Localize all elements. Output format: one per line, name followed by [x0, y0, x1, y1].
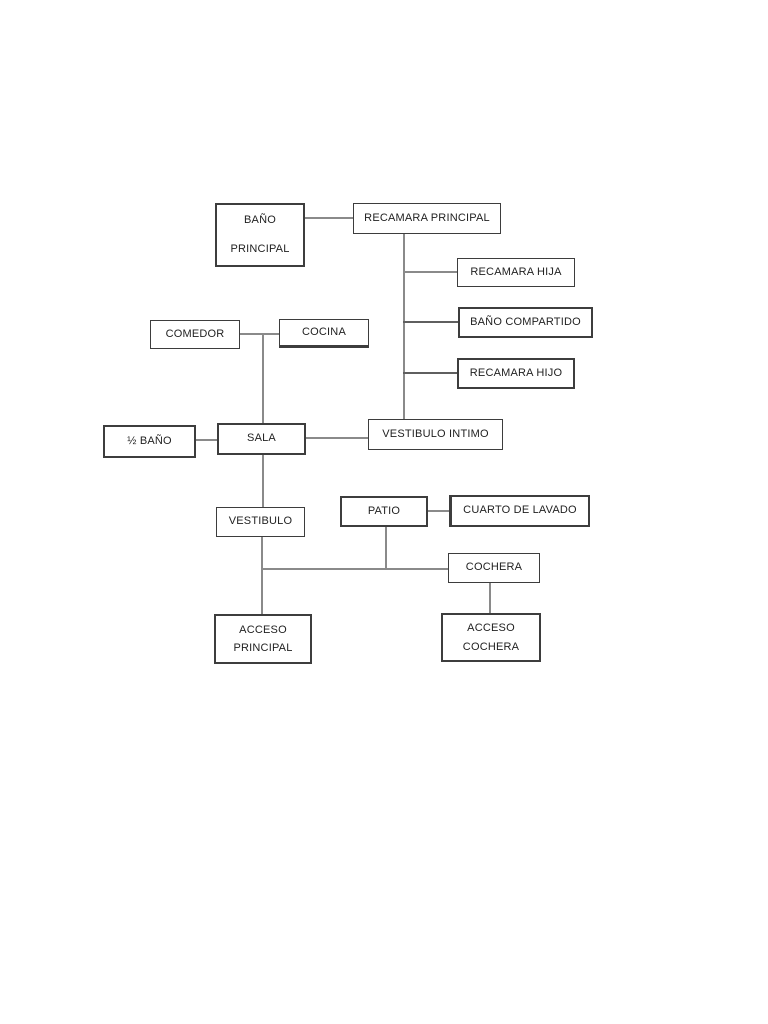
node-medio-bano: ½ BAÑO — [103, 425, 196, 458]
connector-bano-principal-recamara-principal — [305, 217, 353, 219]
node-bano-principal: BAÑO PRINCIPAL — [215, 203, 305, 267]
connector-patio-cuarto-de-lavado — [428, 510, 449, 512]
connector-patio-cochera — [385, 527, 387, 569]
node-patio: PATIO — [340, 496, 428, 527]
node-recamara-hijo: RECAMARA HIJO — [457, 358, 575, 389]
connector-sala-vestibulo-intimo — [306, 437, 368, 439]
node-vestibulo: VESTIBULO — [216, 507, 305, 537]
connector-trunk-recamara-hijo — [403, 372, 457, 374]
node-recamara-principal: RECAMARA PRINCIPAL — [353, 203, 501, 234]
connector-comedor-cocina — [240, 333, 279, 335]
node-bano-compartido: BAÑO COMPARTIDO — [458, 307, 593, 338]
node-recamara-hija: RECAMARA HIJA — [457, 258, 575, 287]
node-acceso-cochera: ACCESO COCHERA — [441, 613, 541, 662]
connector-cochera-acceso-cochera — [489, 583, 491, 613]
node-sala: SALA — [217, 423, 306, 455]
node-vestibulo-intimo: VESTIBULO INTIMO — [368, 419, 503, 450]
connector-sala-vestibulo — [262, 455, 264, 507]
node-acceso-principal: ACCESO PRINCIPAL — [214, 614, 312, 664]
connector-comedor-cocina-sala — [262, 334, 264, 423]
connector-trunk-bano-compartido — [403, 321, 458, 323]
connector-vestibulo-acceso-principal — [261, 537, 263, 614]
node-comedor: COMEDOR — [150, 320, 240, 349]
connector-trunk-recamara-hija — [403, 271, 457, 273]
node-cochera: COCHERA — [448, 553, 540, 583]
connector-recamara-principal-vestibulo-intimo — [403, 234, 405, 419]
connector-vestibulo-cochera — [261, 568, 448, 570]
node-cuarto-de-lavado: CUARTO DE LAVADO — [449, 495, 590, 527]
connector-medio-bano-sala — [196, 439, 217, 441]
node-cocina: COCINA — [279, 319, 369, 348]
